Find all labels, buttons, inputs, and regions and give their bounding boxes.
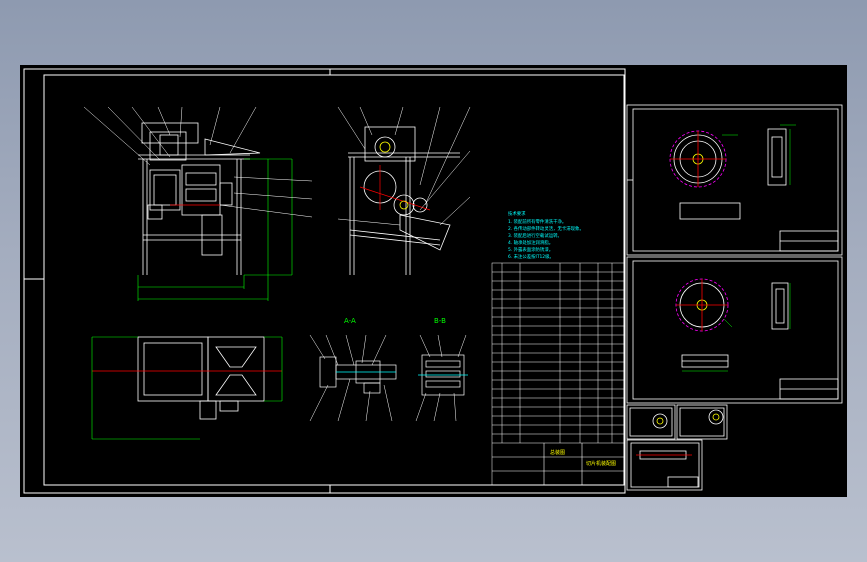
- technical-note-line: 1. 装配前所有零件清洗干净。: [508, 218, 566, 225]
- cad-drawing-icon: A-A B-B: [23, 68, 843, 494]
- detail-sheet-2: [626, 256, 843, 404]
- section-a-view: [319, 356, 397, 394]
- detail-sheet-1: [626, 104, 843, 256]
- technical-note-line: 2. 各传动部件转动灵活，无卡滞现象。: [508, 225, 584, 232]
- section-b-label: B-B: [434, 317, 446, 325]
- section-a-label: A-A: [344, 317, 356, 325]
- section-a-leaders: [309, 334, 393, 422]
- drawing-name: 总装图: [550, 449, 565, 456]
- detail-2-dimensions: [682, 283, 791, 372]
- front-view-dimensions: [137, 158, 293, 301]
- technical-note-line: 5. 外露表面涂防锈漆。: [508, 246, 553, 253]
- section-b-leaders: [415, 334, 467, 422]
- parts-list-table: [491, 262, 626, 486]
- side-view-highlight: [379, 141, 409, 210]
- detail-sheet-3: [626, 404, 676, 440]
- detail-sheet-4: [676, 404, 728, 440]
- technical-note-line: 3. 装配后进行空载试运转。: [508, 232, 562, 239]
- drawing-canvas[interactable]: A-A B-B: [20, 65, 847, 497]
- technical-note-line: 4. 轴承处加注润滑脂。: [508, 239, 553, 246]
- front-view-leaders: [83, 106, 313, 218]
- section-b-view: [418, 354, 468, 396]
- detail-sheet-5: [626, 439, 703, 491]
- section-label-group: A-A B-B: [344, 317, 446, 325]
- detail-2-disc: [675, 278, 729, 332]
- title-block: [492, 442, 625, 485]
- technical-note-line: 6. 未注公差按IT12级。: [508, 253, 554, 260]
- technical-notes: 技术要求 1. 装配前所有零件清洗干净。 2. 各传动部件转动灵活，无卡滞现象。…: [508, 210, 584, 260]
- title-block-text: 总装图 切片机装配图: [550, 449, 616, 467]
- front-view: [138, 122, 261, 275]
- side-view: [348, 126, 460, 275]
- detail-1-dimensions: [722, 124, 796, 185]
- side-view-leaders: [337, 106, 471, 226]
- side-view-centerlines: [359, 165, 431, 211]
- technical-notes-heading: 技术要求: [508, 210, 526, 217]
- assembly-name: 切片机装配图: [586, 460, 616, 467]
- detail-1-gear: [669, 130, 727, 188]
- top-view-dimensions: [91, 336, 283, 440]
- top-view: [137, 336, 265, 420]
